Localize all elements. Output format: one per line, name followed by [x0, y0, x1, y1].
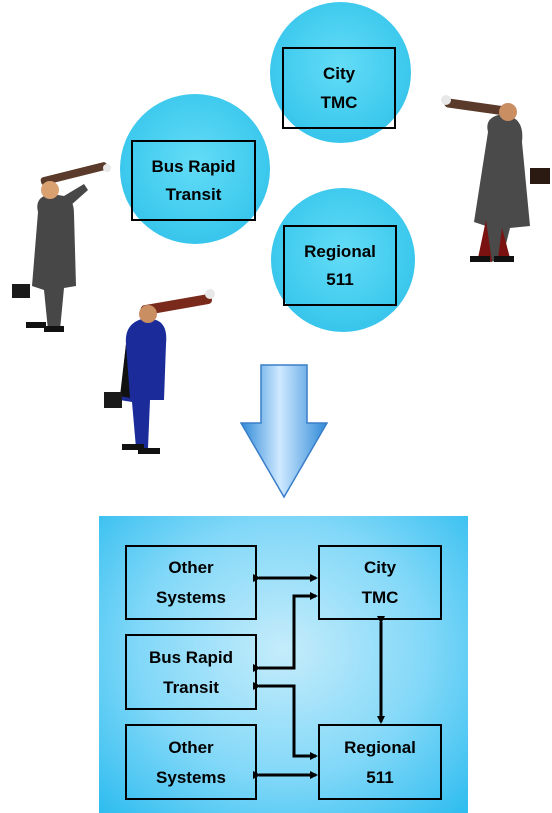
- city-tmc-box: City TMC: [282, 47, 396, 129]
- panel-city-tmc-box: City TMC: [318, 545, 442, 620]
- panel-brt-line2: Transit: [163, 677, 219, 697]
- brt-line1: Bus Rapid: [151, 156, 236, 176]
- other-top-line2: Systems: [156, 587, 226, 607]
- middle-person-figure: [104, 289, 215, 454]
- circle-city-tmc: [270, 2, 411, 143]
- other-bottom-line1: Other: [168, 737, 214, 757]
- brt-line2: Transit: [165, 185, 222, 205]
- other-top-line1: Other: [168, 558, 214, 578]
- other-systems-bottom-box: Other Systems: [125, 724, 257, 800]
- left-person-figure: [12, 162, 111, 332]
- regional-line2: 511: [326, 270, 354, 290]
- city-tmc-line2: TMC: [320, 93, 358, 112]
- panel-city-line2: TMC: [361, 587, 399, 607]
- city-tmc-line1: City: [322, 64, 356, 83]
- panel-regional-line1: Regional: [344, 737, 416, 757]
- panel-city-line1: City: [363, 558, 397, 578]
- right-person-figure: [441, 95, 550, 262]
- panel-brt-line1: Bus Rapid: [148, 647, 234, 667]
- bus-rapid-transit-box: Bus Rapid Transit: [131, 140, 256, 221]
- other-systems-top-box: Other Systems: [125, 545, 257, 620]
- other-bottom-line2: Systems: [156, 767, 226, 787]
- regional-511-box: Regional 511: [283, 225, 397, 306]
- regional-line1: Regional: [304, 241, 376, 261]
- panel-regional-line2: 511: [366, 767, 394, 787]
- down-arrow-icon: [239, 364, 329, 499]
- panel-regional-511-box: Regional 511: [318, 724, 442, 800]
- circle-regional-511: [271, 188, 415, 332]
- panel-bus-rapid-transit-box: Bus Rapid Transit: [125, 634, 257, 710]
